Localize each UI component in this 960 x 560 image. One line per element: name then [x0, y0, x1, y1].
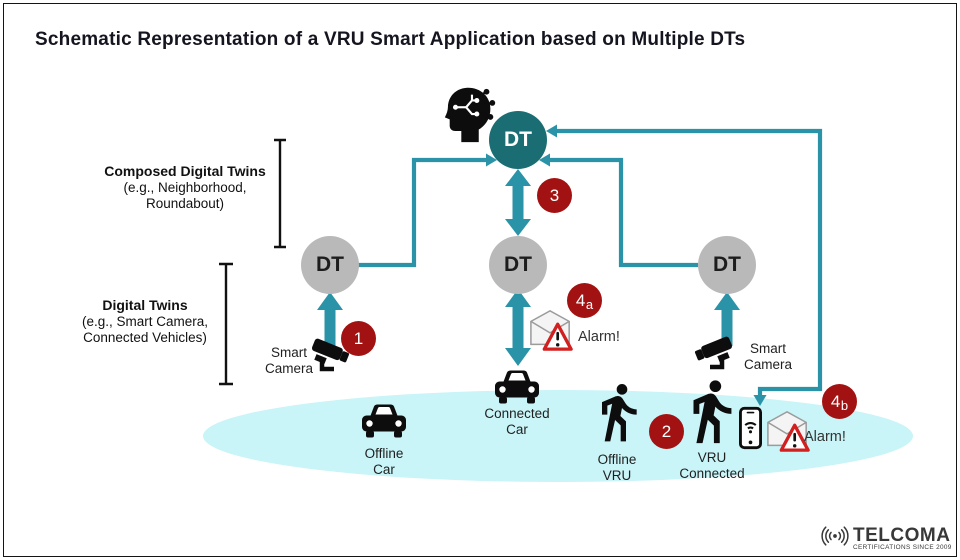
- offline-car-label: Offline Car: [364, 446, 404, 477]
- step-3-label: 3: [549, 186, 560, 205]
- telcoma-logo: TELCOMA CERTIFICATIONS SINCE 2009: [820, 523, 952, 554]
- digital-label-title: Digital Twins: [102, 297, 188, 313]
- left-dt-label: DT: [316, 253, 344, 276]
- middle-car-arrow-shaft: [512, 305, 524, 350]
- logo-text-block: TELCOMA CERTIFICATIONS SINCE 2009: [853, 524, 952, 551]
- middle-car-arrow-up-head: [505, 289, 531, 307]
- step-4b-sub: b: [840, 397, 849, 413]
- top-dt-to-phone-line: [556, 128, 823, 395]
- offline-vru-icon: [586, 380, 650, 449]
- step-2-badge: 2: [649, 414, 684, 449]
- step-4b-number: 4: [830, 392, 841, 411]
- digital-bracket: [219, 262, 233, 386]
- right-dt-node: DT: [698, 236, 756, 294]
- alarm-4b-label: Alarm!: [804, 429, 846, 445]
- camera-left-arrow-shaft: [324, 308, 336, 346]
- composed-dt-label: DT: [504, 128, 532, 151]
- middle-dt-label: DT: [504, 253, 532, 276]
- step-2-label: 2: [661, 422, 672, 441]
- diagram-border: [3, 3, 957, 557]
- ai-head-icon: [440, 84, 502, 151]
- middle-dt-node: DT: [489, 236, 547, 294]
- smart-camera-right-icon: [688, 334, 734, 381]
- alarm-4a-label: Alarm!: [578, 329, 620, 345]
- vru-connected-label: VRU Connected: [679, 450, 745, 481]
- connected-car-icon: [493, 368, 541, 409]
- step-1-label: 1: [353, 329, 364, 348]
- composed-label-title: Composed Digital Twins: [104, 163, 266, 179]
- alarm-envelope-4b-icon: [764, 409, 812, 458]
- group-brackets: [219, 138, 286, 386]
- connector-arrowheads: [486, 124, 767, 406]
- step-3-badge: 3: [537, 178, 572, 213]
- arrowhead-into-top-dt-right: [539, 153, 550, 167]
- smart-camera-left-label: Smart Camera: [264, 345, 313, 376]
- camera-left-arrow-head: [317, 292, 343, 310]
- offline-vru-label: Offline VRU: [597, 452, 637, 483]
- arrowhead-into-top-dt-upper-right: [546, 124, 557, 138]
- camera-right-arrow-shaft: [721, 308, 733, 346]
- composed-dt-node: DT: [489, 111, 547, 169]
- right-dt-label: DT: [713, 253, 741, 276]
- digital-twins-label: Digital Twins (e.g., Smart Camera, Conne…: [45, 297, 245, 346]
- arrowhead-into-phone: [753, 395, 767, 406]
- smartphone-icon: [739, 406, 762, 455]
- diagram-title: Schematic Representation of a VRU Smart …: [35, 29, 746, 50]
- step-4a-sub: a: [585, 296, 594, 312]
- top-middle-arrow-down-head: [505, 219, 531, 236]
- camera-right-arrow-head: [714, 292, 740, 310]
- top-middle-arrow-shaft: [512, 184, 524, 221]
- top-middle-arrow-up-head: [505, 169, 531, 186]
- signal-waves-icon: [820, 523, 850, 554]
- step-1-badge: 1: [341, 321, 376, 356]
- left-dt-node: DT: [301, 236, 359, 294]
- connected-car-label: Connected Car: [484, 406, 550, 437]
- composed-label-subtitle: (e.g., Neighborhood, Roundabout): [123, 180, 247, 211]
- composed-digital-twins-label: Composed Digital Twins (e.g., Neighborho…: [85, 163, 285, 212]
- smart-camera-right-label: Smart Camera: [743, 341, 792, 372]
- middle-car-arrow-down-head: [505, 348, 531, 366]
- left-dt-to-top-dt-line: [358, 157, 486, 268]
- composed-bracket: [274, 138, 286, 249]
- digital-label-subtitle: (e.g., Smart Camera, Connected Vehicles): [81, 314, 209, 345]
- alarm-envelope-4a-icon: [527, 308, 575, 357]
- vru-connected-icon: [676, 376, 746, 451]
- offline-car-icon: [360, 402, 408, 443]
- connector-lines: [358, 128, 823, 395]
- logo-tagline: CERTIFICATIONS SINCE 2009: [853, 543, 952, 551]
- right-dt-to-top-dt-line: [550, 157, 698, 268]
- logo-brand: TELCOMA: [853, 524, 951, 546]
- smart-camera-left-icon: [310, 336, 356, 383]
- step-4a-number: 4: [575, 291, 586, 310]
- thick-arrows: [317, 169, 740, 366]
- arrowhead-into-top-dt-left: [486, 153, 497, 167]
